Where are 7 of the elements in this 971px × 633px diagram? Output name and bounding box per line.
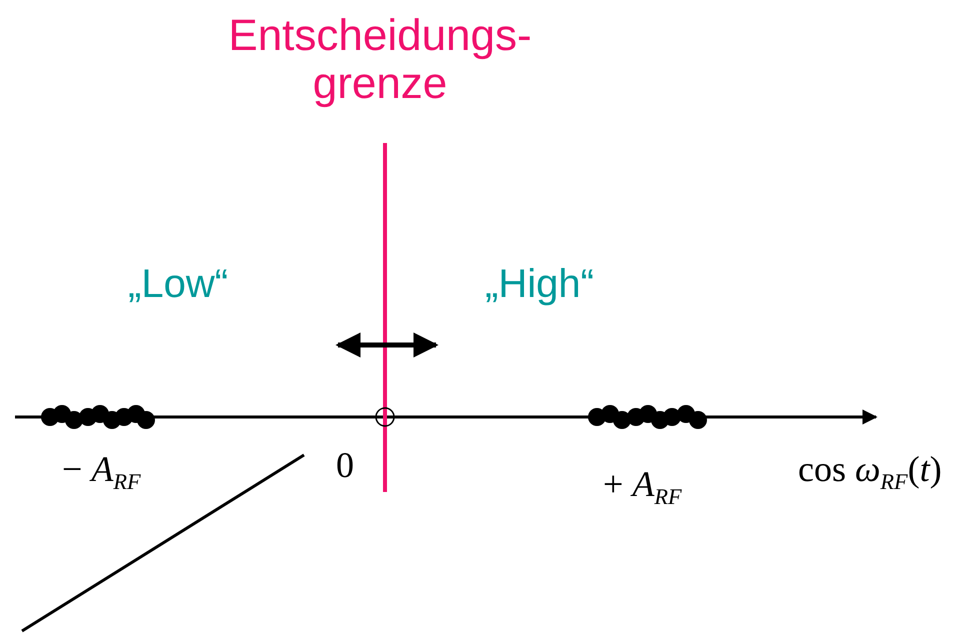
region-label: „Low“ xyxy=(128,262,228,306)
axis-value-label: − A$_{RF}$ xyxy=(62,450,141,494)
boundary-label: Entscheidungs-grenze xyxy=(227,12,533,109)
axis-title: cos ω$_{RF}$(t) xyxy=(798,450,942,494)
axis-value-label: + A$_{RF}$ xyxy=(603,465,682,510)
region-label: „High“ xyxy=(485,262,594,306)
origin-label: 0 xyxy=(336,446,354,486)
